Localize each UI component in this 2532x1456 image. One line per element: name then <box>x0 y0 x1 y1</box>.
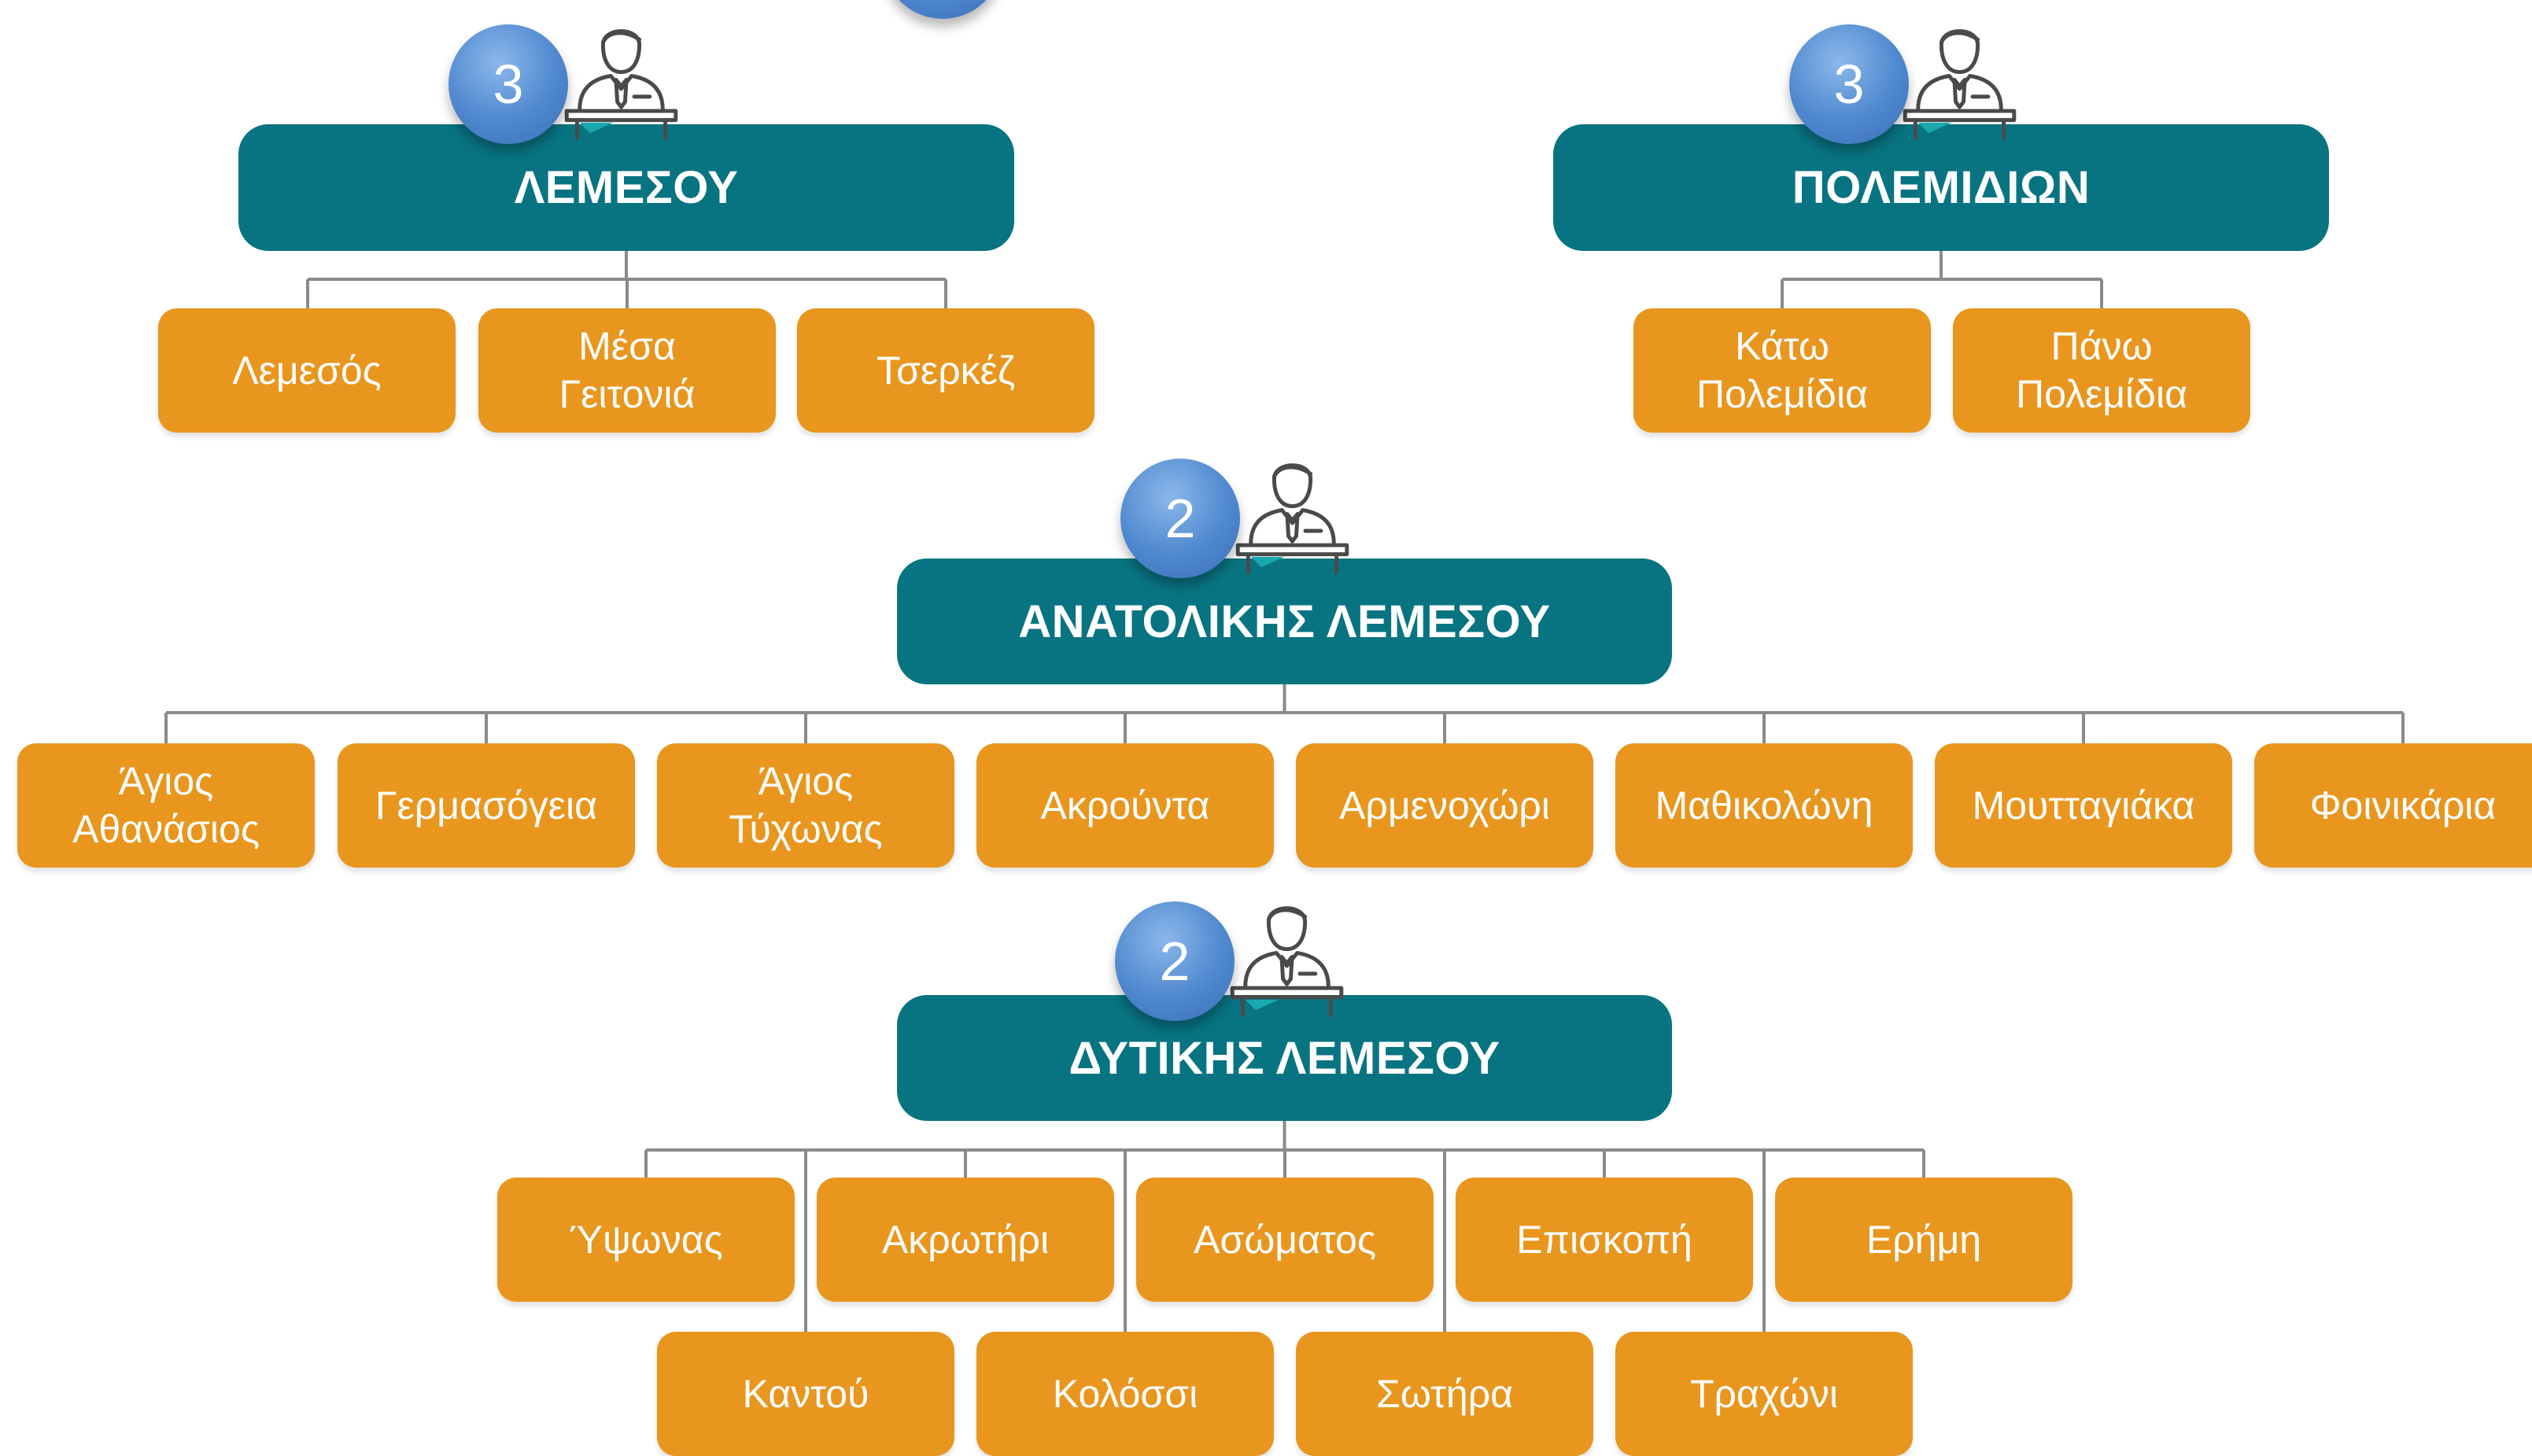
person-at-desk-icon <box>1235 463 1349 575</box>
community-box: Ύψωνας <box>497 1178 795 1302</box>
community-box: Γερμασόγεια <box>338 743 635 868</box>
community-box: Λεμεσός <box>158 308 456 433</box>
group-title-anatolikis: ΑΝΑΤΟΛΙΚΗΣ ΛΕΜΕΣΟΥ <box>897 558 1672 684</box>
representatives-count-badge: 2 <box>1120 459 1240 578</box>
community-box: Ακρούντα <box>976 743 1274 868</box>
group-title-polemidion: ΠΟΛΕΜΙΔΙΩΝ <box>1553 124 2329 251</box>
community-box: Μέσα Γειτονιά <box>478 308 776 433</box>
community-box: Ασώματος <box>1136 1178 1434 1302</box>
community-box: Κάτω Πολεμίδια <box>1633 308 1931 433</box>
community-box: Κολόσσι <box>976 1332 1274 1456</box>
community-box: Φοινικάρια <box>2254 743 2532 868</box>
community-box: Καντού <box>657 1332 954 1456</box>
community-box: Πάνω Πολεμίδια <box>1953 308 2250 433</box>
representatives-count-badge: 3 <box>1789 24 1909 144</box>
person-at-desk-icon <box>1903 29 2017 141</box>
community-box: Σωτήρα <box>1296 1332 1593 1456</box>
person-at-desk-icon <box>564 29 678 141</box>
community-box: Μαθικολώνη <box>1615 743 1913 868</box>
community-box: Άγιος Τύχωνας <box>657 743 954 868</box>
community-box: Αρμενοχώρι <box>1296 743 1593 868</box>
community-box: Ακρωτήρι <box>817 1178 1114 1302</box>
group-title-dytikis: ΔΥΤΙΚΗΣ ΛΕΜΕΣΟΥ <box>897 995 1672 1121</box>
group-title-lemesou: ΛΕΜΕΣΟΥ <box>238 124 1014 251</box>
community-box: Επισκοπή <box>1456 1178 1753 1302</box>
community-box: Ερήμη <box>1775 1178 2072 1302</box>
representatives-count-badge: 2 <box>1115 901 1235 1021</box>
representatives-count-badge: 3 <box>448 24 568 144</box>
community-box: Άγιος Αθανάσιος <box>17 743 315 868</box>
community-box: Τσερκέζ <box>797 308 1094 433</box>
community-box: Τραχώνι <box>1615 1332 1913 1456</box>
person-at-desk-icon <box>1230 906 1344 1018</box>
community-box: Μουτταγιάκα <box>1935 743 2232 868</box>
